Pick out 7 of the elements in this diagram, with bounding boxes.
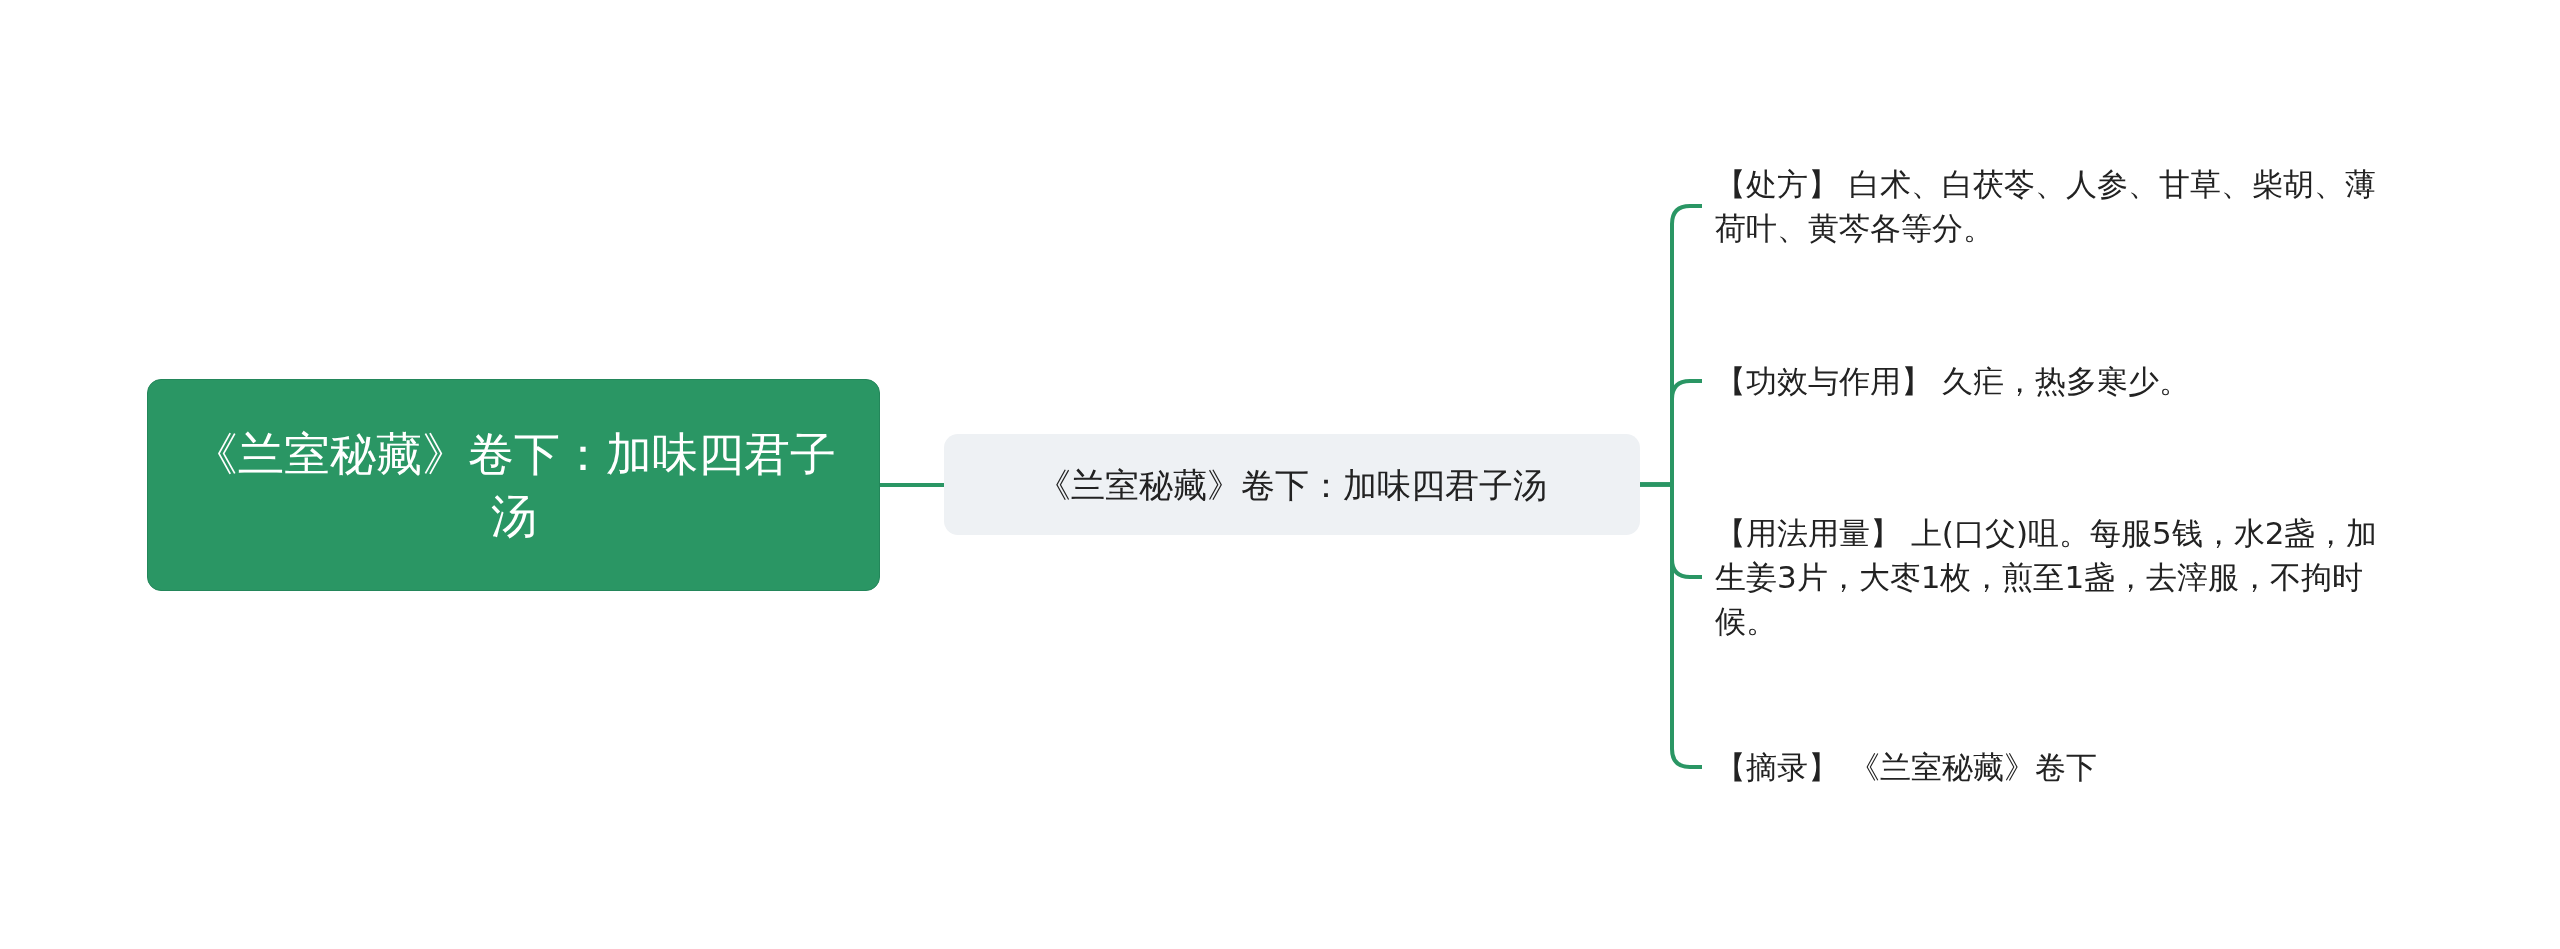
connector-line xyxy=(880,483,944,487)
topic-box: 《兰室秘藏》卷下：加味四君子汤 xyxy=(944,434,1640,535)
topic-text: 【用法用量】 上(口父)咀。每服5钱，水2盏，加生姜3片，大枣1枚，煎至1盏，去滓服，不拘时候。 xyxy=(1715,511,2395,643)
topic-text: 【功效与作用】 久疟，热多寒少。 xyxy=(1715,359,2395,403)
topic-text: 【处方】 白术、白茯苓、人参、甘草、柴胡、薄荷叶、黄芩各等分。 xyxy=(1715,162,2395,250)
root-topic-box: 《兰室秘藏》卷下：加味四君子汤 xyxy=(147,379,880,591)
topic-text: 【摘录】 《兰室秘藏》卷下 xyxy=(1715,745,2395,789)
